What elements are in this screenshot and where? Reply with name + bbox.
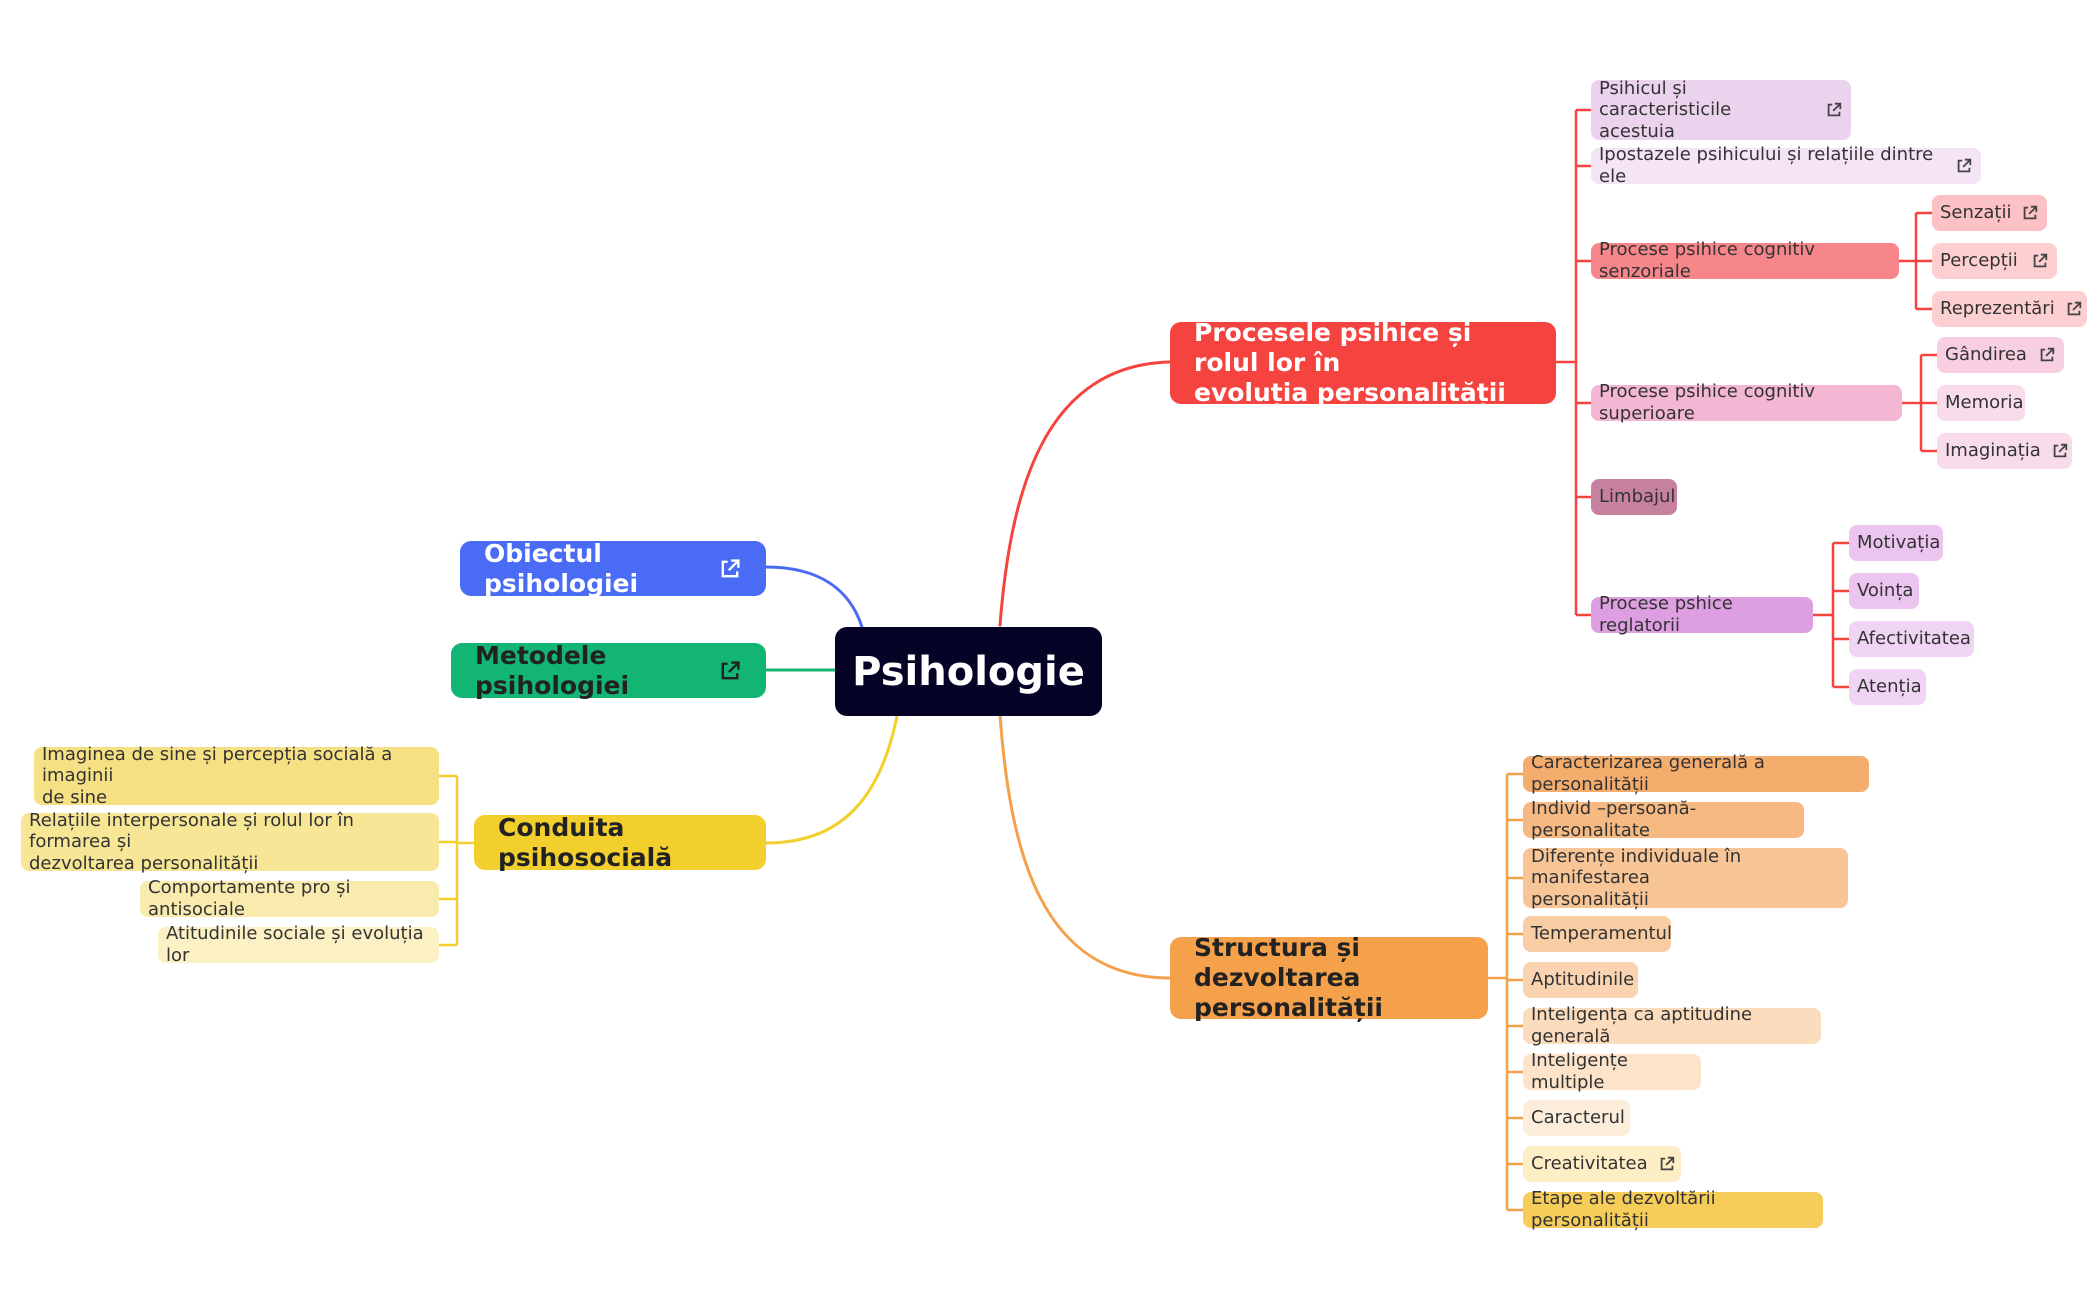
branch-metodele[interactable]: Metodele psihologiei [451, 640, 766, 700]
connector-obiectul [764, 565, 864, 629]
node-creativitatea[interactable]: Creativitatea [1523, 1146, 1681, 1182]
node-caracterul[interactable]: Caracterul [1523, 1100, 1630, 1136]
branch-obiectul-label: Obiectul psihologiei [484, 538, 639, 598]
connectors-procesele-children [1556, 108, 1937, 689]
branch-obiectul[interactable]: Obiectul psihologiei [460, 538, 766, 598]
node-superioare[interactable]: Procese psihice cognitiv superioare [1591, 381, 1902, 424]
branch-metodele-label: Metodele psihologiei [475, 640, 630, 700]
node-relatiile-interpersonale[interactable]: Relațiile interpersonale și rolul lor în… [21, 810, 439, 874]
node-imaginea-de-sine[interactable]: Imaginea de sine și percepția socială a … [34, 744, 439, 808]
node-etape[interactable]: Etape ale dezvoltării personalității [1523, 1188, 1823, 1231]
external-link-icon[interactable] [718, 659, 742, 683]
branch-procesele[interactable]: Procesele psihice și rolul lor în evoluț… [1170, 318, 1556, 407]
node-reprezentari[interactable]: Reprezentări [1932, 291, 2087, 327]
root-node[interactable]: Psihologie [835, 627, 1102, 716]
external-link-icon[interactable] [2051, 442, 2069, 460]
external-link-icon[interactable] [2038, 346, 2056, 364]
node-imaginatia[interactable]: Imaginația [1937, 433, 2072, 469]
connectors-structura-children [1488, 772, 1523, 1212]
node-comportamente[interactable]: Comportamente pro și antisociale [140, 877, 439, 920]
branch-structura[interactable]: Structura și dezvoltarea personalității [1170, 933, 1488, 1022]
external-link-icon[interactable] [2065, 300, 2083, 318]
node-ipostazele[interactable]: Ipostazele psihicului și relațiile dintr… [1591, 144, 1981, 187]
external-link-icon[interactable] [1955, 157, 1973, 175]
node-individ[interactable]: Individ –persoană-personalitate [1523, 798, 1804, 841]
node-caracterizarea[interactable]: Caracterizarea generală a personalității [1523, 752, 1869, 795]
node-atentia[interactable]: Atenția [1849, 669, 1926, 705]
node-inteligenta[interactable]: Inteligența ca aptitudine generală [1523, 1004, 1821, 1047]
connector-procesele [998, 360, 1172, 627]
external-link-icon[interactable] [718, 557, 742, 581]
external-link-icon[interactable] [1825, 101, 1843, 119]
connector-structura [998, 713, 1172, 980]
node-aptitudinile[interactable]: Aptitudinile [1523, 962, 1638, 998]
external-link-icon[interactable] [1658, 1155, 1676, 1173]
external-link-icon[interactable] [2021, 204, 2039, 222]
root-label: Psihologie [852, 648, 1085, 695]
node-perceptii[interactable]: Percepții [1932, 243, 2057, 279]
branch-conduita[interactable]: Conduita psihosocială [474, 812, 766, 872]
connectors-conduita-children [439, 774, 474, 947]
node-senzatii[interactable]: Senzații [1932, 195, 2047, 231]
branch-conduita-label: Conduita psihosocială [498, 812, 673, 872]
branch-procesele-label: Procesele psihice și rolul lor în evoluț… [1194, 318, 1506, 407]
node-memoria[interactable]: Memoria [1937, 385, 2025, 421]
node-limbajul[interactable]: Limbajul [1591, 479, 1677, 515]
external-link-icon[interactable] [2031, 252, 2049, 270]
node-atitudinile[interactable]: Atitudinile sociale și evoluția lor [158, 923, 439, 966]
connector-conduita [764, 714, 899, 845]
node-gandirea[interactable]: Gândirea [1937, 337, 2064, 373]
node-diferente[interactable]: Diferențe individuale în manifestarea pe… [1523, 846, 1848, 910]
branch-structura-label: Structura și dezvoltarea personalității [1194, 933, 1383, 1022]
node-reglatorii[interactable]: Procese pshice reglatorii [1591, 593, 1813, 636]
node-motivatia[interactable]: Motivația [1849, 525, 1943, 561]
node-psihicul[interactable]: Psihicul și caracteristicile acestuia [1591, 78, 1851, 142]
node-senzoriale[interactable]: Procese psihice cognitiv senzoriale [1591, 239, 1899, 282]
node-temperamentul[interactable]: Temperamentul [1523, 916, 1672, 952]
node-vointa[interactable]: Voința [1849, 573, 1919, 609]
node-afectivitatea[interactable]: Afectivitatea [1849, 621, 1974, 657]
node-inteligente-multiple[interactable]: Inteligențe multiple [1523, 1050, 1701, 1093]
